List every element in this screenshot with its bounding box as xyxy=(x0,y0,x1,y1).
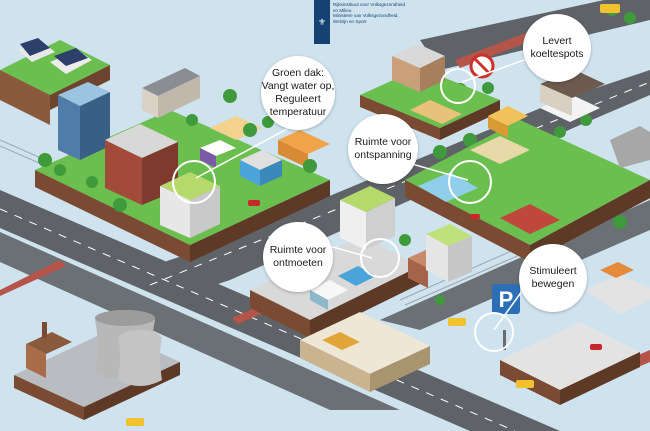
rijksoverheid-emblem-icon: ⚜ xyxy=(314,0,330,44)
meeting-highlight-ring xyxy=(360,238,400,278)
logo-line-3: Ministerie van Volksgezondheid, xyxy=(333,13,399,19)
callout-cooling-text: Levert koeltespots xyxy=(530,35,584,60)
park-block xyxy=(405,70,650,262)
callout-green-roof-text: Groen dak: Vangt water op, Reguleert tem… xyxy=(261,67,335,118)
cooling-highlight-ring xyxy=(440,68,476,104)
callout-cooling: Levert koeltespots xyxy=(523,14,591,82)
callout-green-roof: Groen dak: Vangt water op, Reguleert tem… xyxy=(261,56,335,130)
tennis-court xyxy=(500,204,560,234)
parking-sign: P xyxy=(492,284,520,350)
callout-relaxation-text: Ruimte voor ontspanning xyxy=(354,136,412,161)
no-smoking-sign xyxy=(469,53,495,79)
government-logo: ⚜ Rijksinstituut voor Volksgezondheid en… xyxy=(314,0,406,46)
logo-line-4: Welzijn en Sport xyxy=(333,18,367,24)
logo-text: Rijksinstituut voor Volksgezondheid en M… xyxy=(330,0,405,24)
parking-sign-letter: P xyxy=(499,287,514,312)
green-roof-highlight-ring xyxy=(172,160,216,204)
underground-station xyxy=(300,312,430,392)
power-plant-block xyxy=(14,310,180,420)
callout-exercise-text: Stimuleert bewegen xyxy=(529,265,577,290)
callout-meeting-text: Ruimte voor ontmoeten xyxy=(269,244,327,269)
parking-block xyxy=(500,262,650,405)
logo-line-2: en Milieu xyxy=(333,7,352,13)
callout-relaxation: Ruimte voor ontspanning xyxy=(348,114,418,184)
callout-meeting: Ruimte voor ontmoeten xyxy=(263,222,333,292)
logo-line-1: Rijksinstituut voor Volksgezondheid xyxy=(333,2,406,7)
vehicles xyxy=(126,4,620,426)
exercise-highlight-ring xyxy=(474,312,514,352)
relaxation-highlight-ring xyxy=(448,160,492,204)
residential-houses-block xyxy=(0,38,110,125)
callout-exercise: Stimuleert bewegen xyxy=(519,244,587,312)
